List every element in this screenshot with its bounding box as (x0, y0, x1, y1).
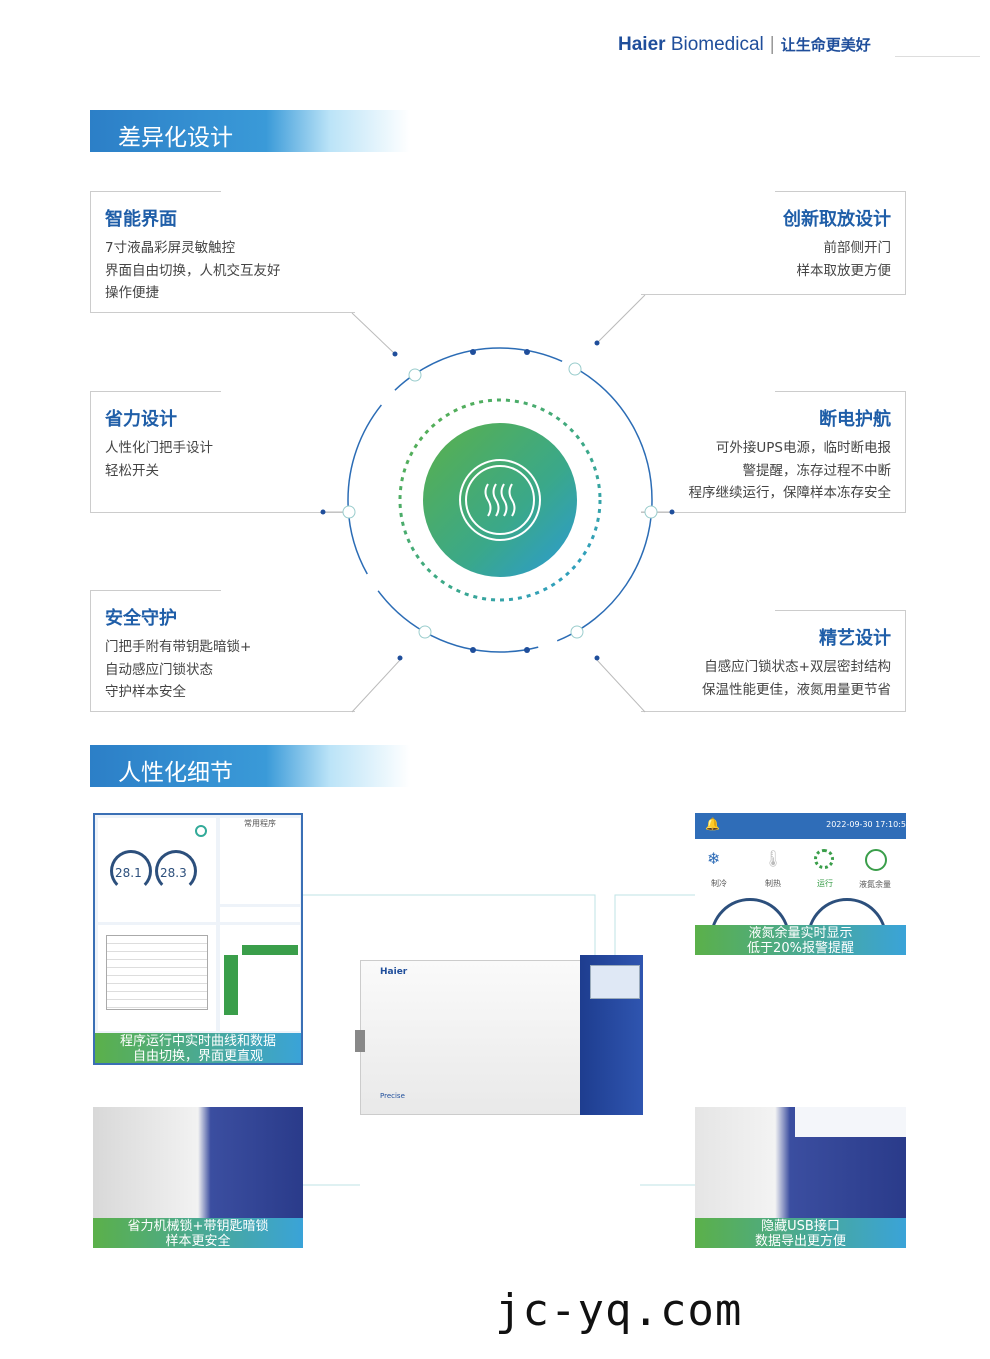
label-running: 运行 (817, 879, 833, 888)
label-heating: 制热 (765, 879, 781, 888)
feature-effort-saving: 省力设计人性化门把手设计轻松开关 (90, 391, 355, 513)
running-icon (814, 849, 834, 869)
detail-usb-photo: 隐藏USB接口数据导出更方便 (695, 1107, 906, 1249)
product-image: Haier Precise (355, 955, 645, 1120)
feature-craft-design: 精艺设计自感应门锁状态+双层密封结构保温性能更佳，液氮用量更节省 (641, 610, 906, 712)
connector-lines (303, 894, 695, 1186)
temp-1: 28.1 (115, 866, 142, 880)
temp-2: 28.3 (160, 866, 187, 880)
feature-safety: 安全守护门把手附有带钥匙暗锁+自动感应门锁状态守护样本安全 (90, 590, 355, 712)
label-ln2: 液氮余量 (859, 880, 891, 889)
center-diagram (320, 294, 675, 713)
section-title-details: 人性化细节 (90, 745, 410, 787)
bell-icon: 🔔 (705, 817, 720, 831)
detail-screen-curve: 28.1 28.3 常用程序 程序运行中实时曲线和数据自由切换，界面更直观 (93, 813, 303, 1065)
product-badge: Precise (380, 1092, 405, 1100)
detail-lock-photo: 省力机械锁+带钥匙暗锁样本更安全 (93, 1107, 303, 1249)
panel-title: 常用程序 (244, 819, 276, 828)
snowflake-icon: ❄ (707, 849, 721, 868)
product-logo: Haier (380, 967, 408, 977)
datetime: 2022-09-30 17:10:5 (826, 820, 906, 829)
heat-waves-icon (459, 459, 541, 541)
watermark: jc-yq.com (495, 1285, 743, 1336)
header-decoration (895, 15, 980, 57)
brand-logo: Haier Biomedical|让生命更美好 (618, 34, 871, 55)
ln2-level-icon (865, 849, 887, 871)
thermometer-icon: 🌡 (763, 849, 784, 868)
detail-screen-ln2-level: 🔔 2022-09-30 17:10:5 ❄ 🌡 制冷 制热 运行 液氮余量 液… (695, 813, 906, 955)
feature-access-design: 创新取放设计前部侧开门样本取放更方便 (641, 191, 906, 295)
section-title-differentiation: 差异化设计 (90, 110, 410, 152)
feature-power-failure: 断电护航可外接UPS电源，临时断电报警提醒，冻存过程不中断程序继续运行，保障样本… (641, 391, 906, 513)
label-cooling: 制冷 (711, 879, 727, 888)
